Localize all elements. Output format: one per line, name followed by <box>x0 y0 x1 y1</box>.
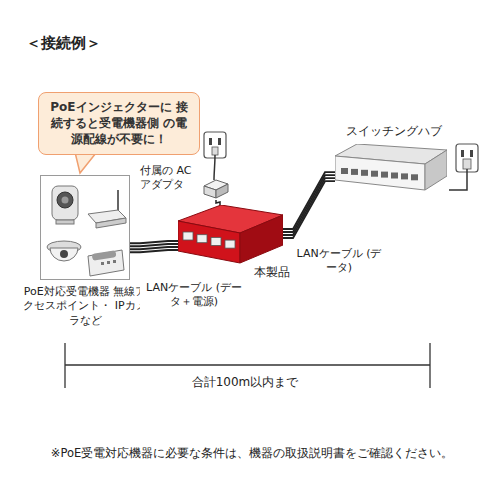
wall-outlet <box>204 132 226 158</box>
dome-camera <box>47 241 81 261</box>
device-frame <box>40 175 130 280</box>
poe-injector: 本製品 <box>178 205 290 281</box>
cable-strand <box>130 244 178 246</box>
cable-strand <box>283 175 335 232</box>
node-label: PoE対応受電機器 無線アクセスポイント・ IPカメラなど <box>22 285 148 328</box>
node-label: PoEインジェクターに 接続すると受電機器側 の電源配線が不要に！ <box>47 99 191 148</box>
cable-strand <box>130 250 178 252</box>
cable <box>216 200 220 205</box>
power-cord <box>214 155 215 180</box>
hub-shape <box>335 144 447 196</box>
cable-label: LANケーブル (データ) <box>292 246 386 277</box>
device-group: PoE対応受電機器 無線アクセスポイント・ IPカメラなど <box>22 175 148 328</box>
node-label: 本製品 <box>178 265 290 281</box>
access-point <box>88 190 126 228</box>
ip-phone <box>88 250 124 276</box>
node-label: スイッチングハブ <box>335 124 453 140</box>
cable-strand <box>283 178 335 235</box>
power-cord <box>449 169 467 190</box>
wall-outlet <box>456 144 478 172</box>
title: ＜接続例＞ <box>26 34 101 53</box>
cable <box>130 241 178 243</box>
caption: ※PoE受電対応機器に必要な条件は、機器の取扱説明書をご確認ください。 <box>22 446 482 461</box>
switching-hub: スイッチングハブ <box>335 124 453 196</box>
ip-camera <box>52 186 78 224</box>
callout-bubble: PoEインジェクターに 接続すると受電機器側 の電源配線が不要に！ <box>38 92 200 155</box>
cable-strands <box>130 244 178 252</box>
cable <box>283 172 335 229</box>
cable-label: LANケーブル (データ＋電源) <box>140 280 248 311</box>
ac-adapter: 付属の ACアダプタ <box>140 164 232 200</box>
node-label: 付属の ACアダプタ <box>140 164 202 193</box>
cable-strand <box>130 247 178 249</box>
distance-label: 合計100m以内まで <box>170 374 320 391</box>
adapter-shape <box>202 178 230 200</box>
injector-shape <box>178 205 283 265</box>
